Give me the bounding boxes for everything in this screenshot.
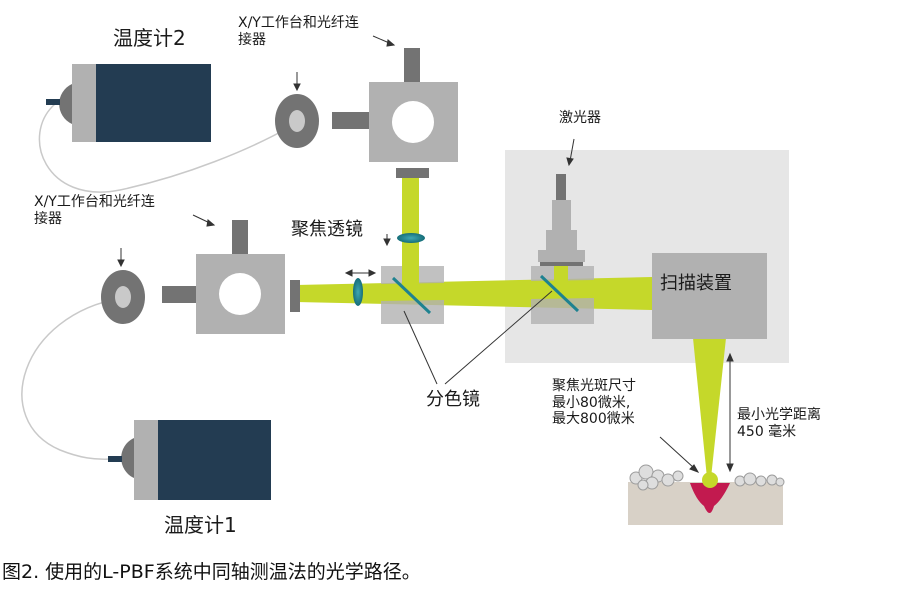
- scanner-label: 扫描装置: [660, 273, 732, 294]
- laser-output: [540, 262, 583, 266]
- optical-distance-label: 最小光学距离 450 毫米: [737, 407, 821, 440]
- left-stage-knob: [232, 220, 248, 254]
- dichroic-mirror-left: [391, 276, 432, 315]
- laser-head-base: [538, 250, 585, 262]
- laser-cable: [556, 174, 566, 200]
- beam-vertical-in-right-box: [554, 266, 568, 282]
- beam-through-right-box: [531, 280, 594, 299]
- thermometer-1-collar: [134, 420, 158, 500]
- fiber-cable-2: [38, 103, 296, 193]
- thermometer-2-label: 温度计2: [113, 26, 186, 50]
- laser-head-top: [552, 200, 571, 230]
- powder-particles: [629, 464, 785, 491]
- dichroic-mirror-right: [539, 274, 580, 313]
- laser-head-middle: [546, 230, 577, 250]
- xy-stage-left-label: X/Y工作台和光纤连 接器: [34, 194, 155, 227]
- thermometer-1-label: 温度计1: [164, 513, 237, 537]
- vertical-beam-top: [402, 177, 419, 289]
- left-stage-output-port: [290, 280, 300, 312]
- top-stage-side-knob: [332, 112, 370, 129]
- horizontal-lens: [353, 278, 363, 306]
- top-stage-output-port: [396, 168, 429, 178]
- dichroic-mirror-label: 分色镜: [426, 389, 480, 410]
- thermometer-1-body: [158, 420, 271, 500]
- left-stage-side-knob: [162, 286, 200, 303]
- top-stage-knob: [404, 48, 420, 82]
- thermometer-2-fiber-plug: [46, 99, 60, 105]
- left-stage-aperture: [219, 273, 261, 315]
- melt-pool: [690, 483, 730, 513]
- scanner-box: [652, 253, 767, 339]
- thermometer-1-nose: [121, 438, 134, 478]
- melt-spot: [702, 472, 718, 488]
- fiber-cable-1: [21, 297, 123, 460]
- thermometer-1-fiber-plug: [108, 456, 122, 462]
- top-stage-aperture: [392, 101, 434, 143]
- focus-lens-label: 聚焦透镜: [291, 219, 363, 240]
- thermometer-2-nose: [59, 84, 72, 124]
- fiber-connector-core-1: [115, 286, 131, 308]
- beam-through-left-box: [381, 283, 444, 301]
- focus-lens: [397, 233, 425, 243]
- thermometer-2-body: [96, 64, 211, 142]
- fiber-connector-core-2: [289, 110, 305, 132]
- thermometer-2-collar: [72, 64, 96, 142]
- laser-label: 激光器: [559, 110, 601, 126]
- scanner-beam-down: [693, 338, 726, 478]
- xy-stage-top-label: X/Y工作台和光纤连 接器: [238, 15, 359, 48]
- beam-vertical-in-left-box: [402, 266, 419, 285]
- horizontal-beam: [296, 277, 652, 310]
- figure-caption: 图2. 使用的L-PBF系统中同轴测温法的光学路径。: [2, 561, 421, 583]
- pointer-lines: [117, 35, 734, 473]
- spot-size-label: 聚焦光斑尺寸 最小80微米, 最大800微米: [552, 378, 636, 428]
